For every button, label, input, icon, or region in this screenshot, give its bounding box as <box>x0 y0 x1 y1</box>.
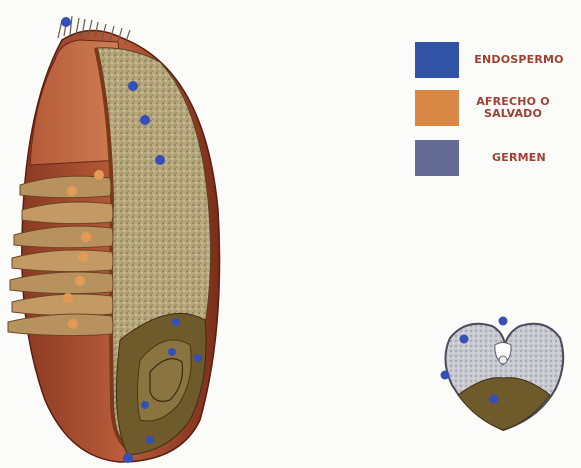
legend-swatch-endospermo <box>415 42 459 78</box>
endosperm-marker <box>123 453 133 463</box>
legend-swatch-germen <box>415 140 459 176</box>
endosperm-marker <box>194 354 202 362</box>
endosperm-marker <box>128 81 138 91</box>
bran-marker <box>94 170 104 180</box>
bran-marker <box>67 186 77 196</box>
legend-label-germen: GERMEN <box>463 152 575 164</box>
endosperm-marker <box>140 115 150 125</box>
endosperm-marker <box>141 401 149 409</box>
endosperm-marker <box>499 317 508 326</box>
legend-label-endospermo: ENDOSPERMO <box>463 54 575 66</box>
bran-marker <box>81 232 91 242</box>
germ-section <box>116 313 206 455</box>
cross-section <box>441 317 564 431</box>
endosperm-marker <box>168 348 176 356</box>
legend-swatch-afrecho <box>415 90 459 126</box>
bran-marker <box>78 252 88 262</box>
endosperm-marker <box>490 395 499 404</box>
endosperm-marker <box>441 371 450 380</box>
endosperm-marker <box>155 155 165 165</box>
endosperm-marker <box>61 17 71 27</box>
legend-label-afrecho: AFRECHO O SALVADO <box>463 96 563 120</box>
bran-marker <box>68 319 78 329</box>
bran-marker <box>75 276 85 286</box>
endosperm-marker <box>146 436 154 444</box>
endosperm-marker <box>172 318 180 326</box>
endosperm-marker <box>460 335 469 344</box>
bran-marker <box>63 293 73 303</box>
